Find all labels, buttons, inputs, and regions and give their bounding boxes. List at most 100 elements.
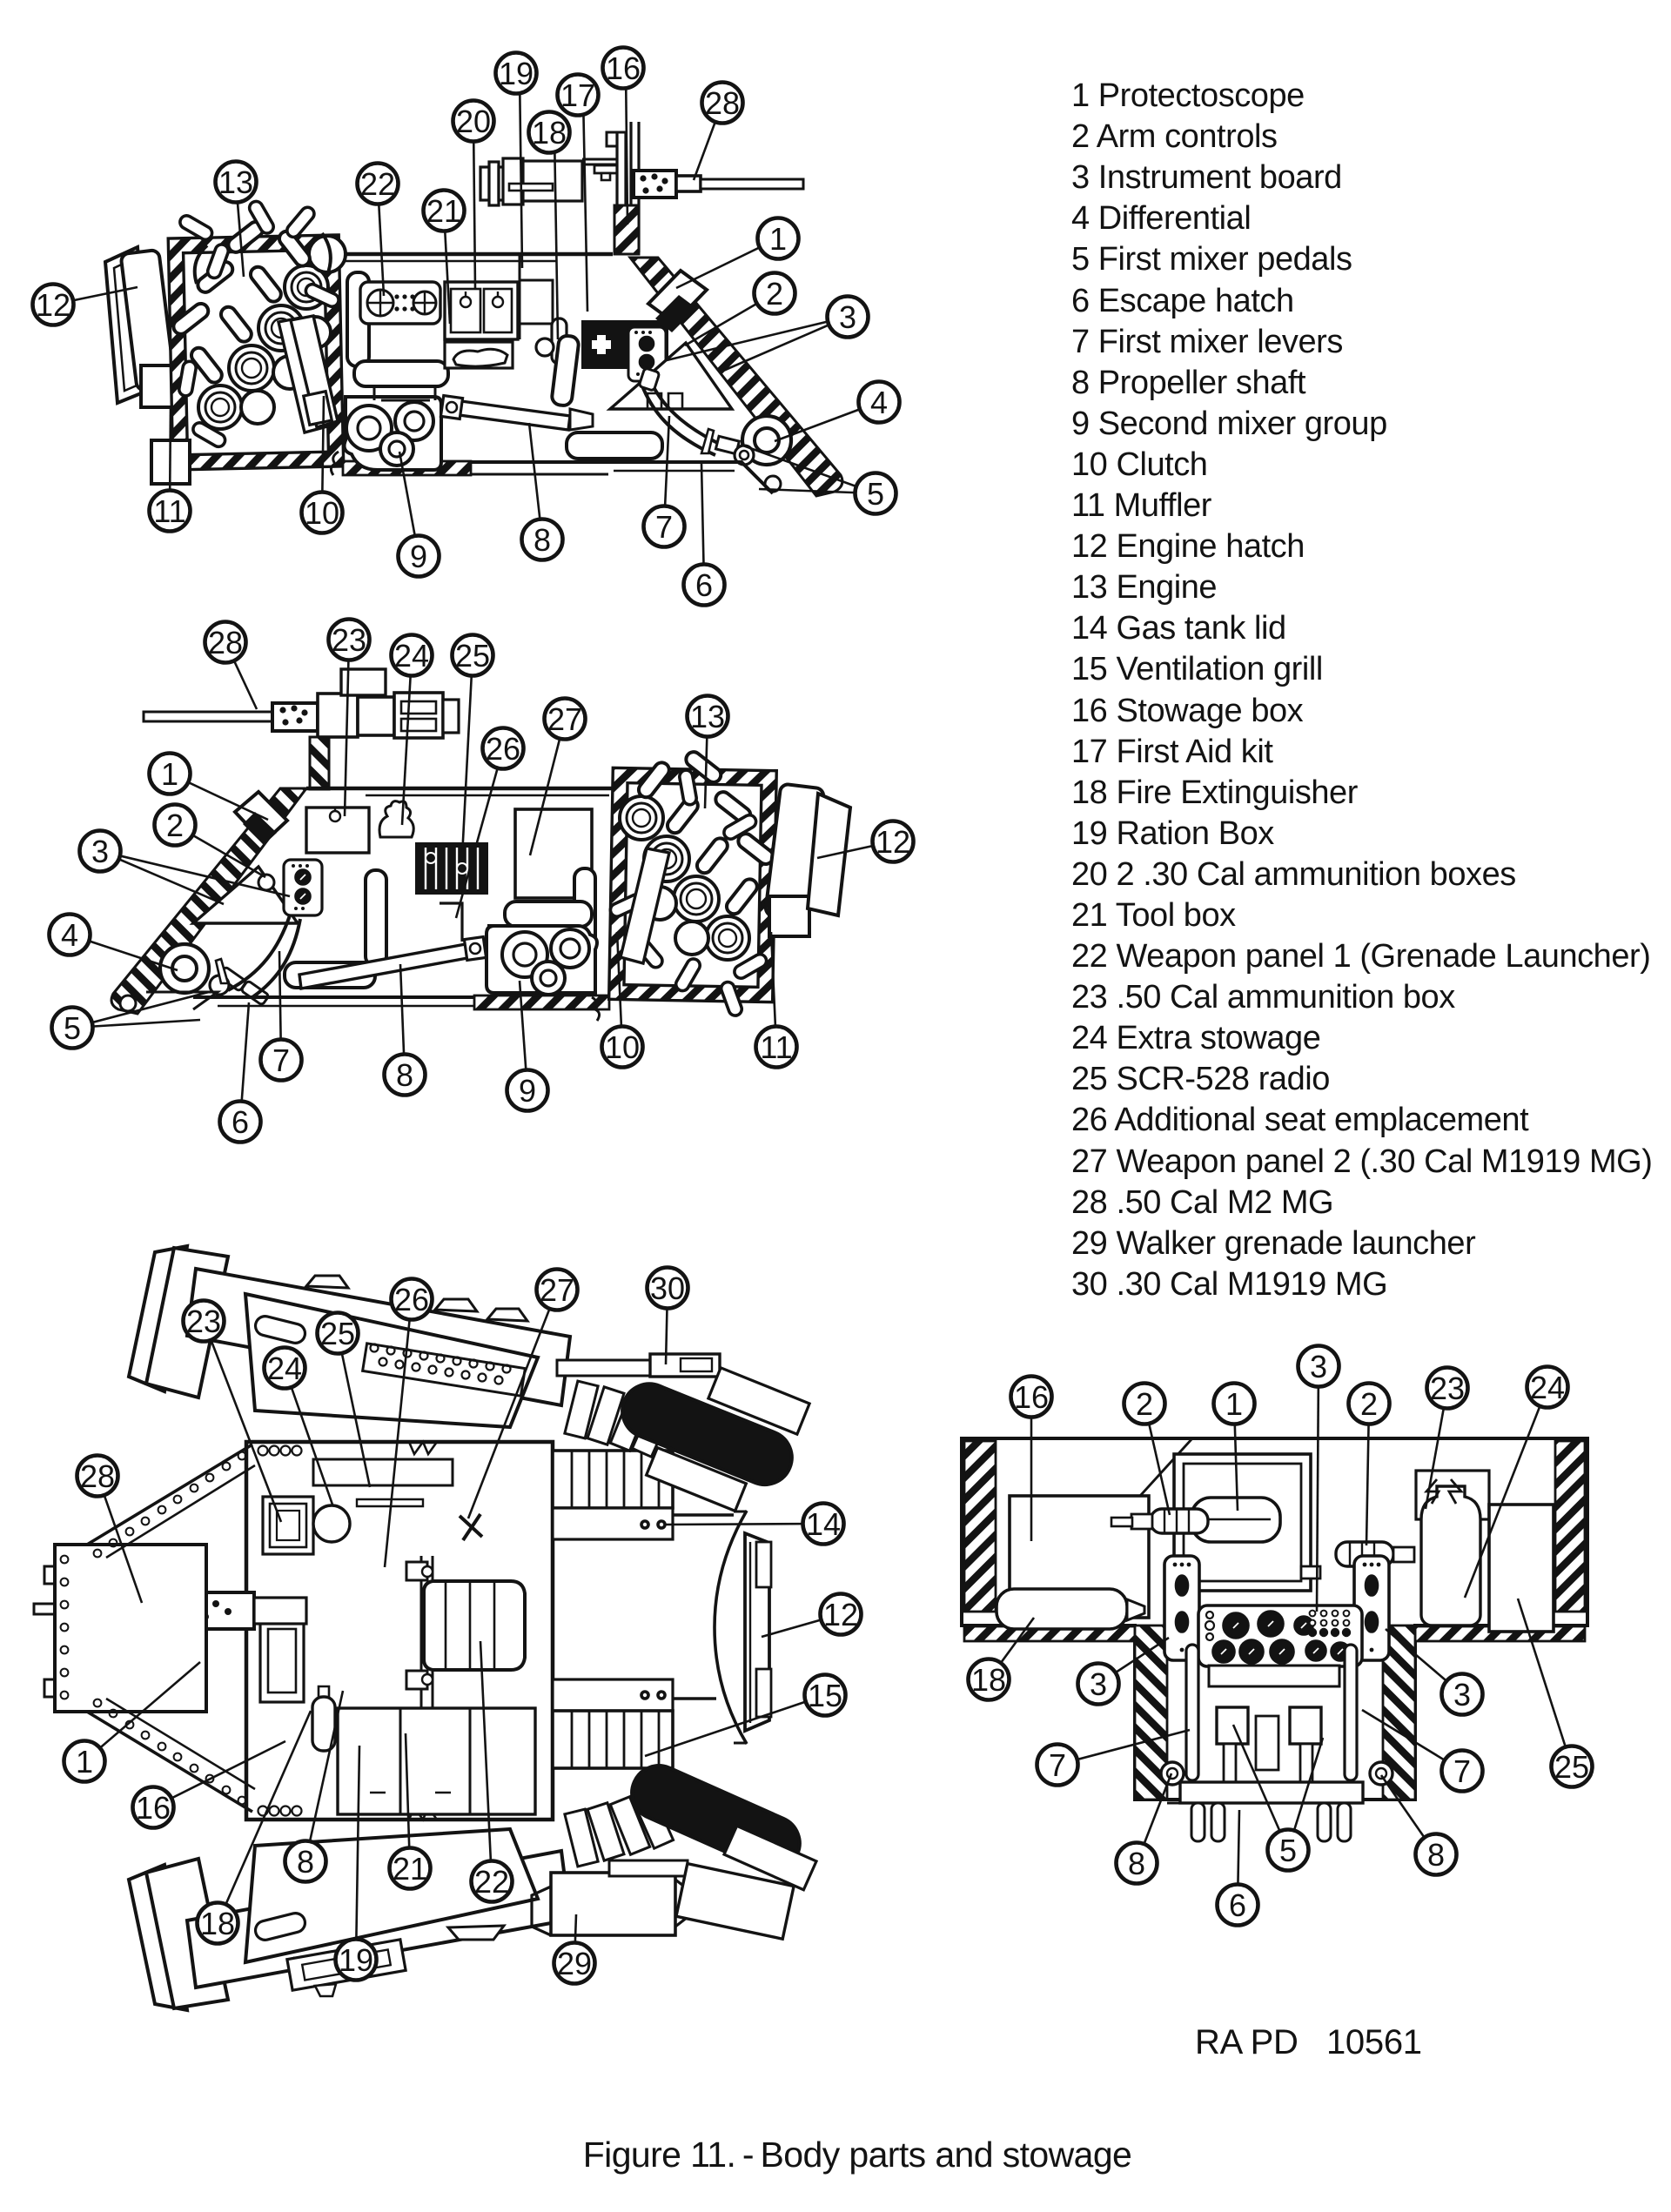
svg-text:17 First Aid kit: 17 First Aid kit [1071, 734, 1273, 770]
svg-text:12: 12 [36, 287, 70, 323]
svg-text:19 Ration Box: 19 Ration Box [1071, 815, 1274, 852]
svg-text:25: 25 [320, 1316, 355, 1351]
svg-text:28: 28 [705, 85, 740, 121]
svg-text:19: 19 [339, 1942, 373, 1978]
svg-text:14 Gas tank lid: 14 Gas tank lid [1071, 610, 1286, 647]
svg-text:21: 21 [426, 193, 461, 229]
svg-text:11: 11 [153, 493, 185, 529]
svg-text:7: 7 [272, 1042, 290, 1078]
svg-text:27 Weapon panel 2 (.30 Cal M19: 27 Weapon panel 2 (.30 Cal M1919 MG) [1071, 1143, 1653, 1180]
svg-text:8: 8 [396, 1057, 413, 1093]
svg-text:10: 10 [305, 495, 339, 531]
svg-text:22: 22 [360, 166, 395, 202]
svg-text:RA PD 10561: RA PD 10561 [1195, 2023, 1422, 2061]
svg-text:8: 8 [534, 522, 551, 558]
svg-text:12: 12 [823, 1597, 858, 1632]
svg-text:8 Propeller shaft: 8 Propeller shaft [1071, 365, 1306, 401]
svg-text:25 SCR-528 radio: 25 SCR-528 radio [1071, 1061, 1330, 1097]
svg-text:9 Second mixer group: 9 Second mixer group [1071, 406, 1387, 442]
svg-text:21: 21 [393, 1851, 427, 1887]
svg-text:30: 30 [650, 1270, 685, 1306]
svg-text:30 .30 Cal M1919 MG: 30 .30 Cal M1919 MG [1071, 1266, 1387, 1303]
svg-text:2 Arm controls: 2 Arm controls [1071, 118, 1278, 155]
svg-text:28 .50 Cal M2 MG: 28 .50 Cal M2 MG [1071, 1184, 1333, 1221]
svg-text:6: 6 [232, 1104, 249, 1140]
svg-text:22 Weapon panel 1 (Grenade Lau: 22 Weapon panel 1 (Grenade Launcher) [1071, 938, 1650, 975]
svg-text:3: 3 [839, 299, 856, 335]
svg-text:25: 25 [455, 638, 490, 674]
svg-text:18: 18 [532, 115, 567, 151]
svg-text:23 .50 Cal ammunition box: 23 .50 Cal ammunition box [1071, 979, 1455, 1016]
svg-text:10 Clutch: 10 Clutch [1071, 446, 1208, 483]
svg-text:14: 14 [806, 1506, 841, 1542]
svg-text:17: 17 [560, 77, 595, 113]
svg-text:6 Escape hatch: 6 Escape hatch [1071, 283, 1294, 319]
svg-text:4 Differential: 4 Differential [1071, 200, 1251, 237]
svg-text:2: 2 [166, 808, 184, 843]
svg-text:26: 26 [394, 1282, 429, 1317]
svg-text:3: 3 [1310, 1349, 1327, 1384]
svg-text:24: 24 [394, 638, 429, 674]
svg-text:11: 11 [760, 1029, 792, 1065]
svg-text:5: 5 [1279, 1833, 1297, 1868]
svg-text:23: 23 [186, 1304, 221, 1339]
svg-text:2: 2 [1360, 1386, 1378, 1422]
svg-text:8: 8 [1427, 1837, 1445, 1873]
svg-text:1: 1 [1225, 1386, 1243, 1422]
svg-text:15: 15 [808, 1678, 842, 1713]
svg-text:18 Fire Extinguisher: 18 Fire Extinguisher [1071, 774, 1359, 811]
svg-text:20 2 .30 Cal ammunition boxes: 20 2 .30 Cal ammunition boxes [1071, 856, 1516, 893]
svg-text:18: 18 [971, 1662, 1006, 1698]
svg-text:29: 29 [557, 1946, 592, 1981]
svg-text:10: 10 [605, 1029, 640, 1065]
svg-text:3: 3 [1090, 1666, 1107, 1702]
svg-text:1: 1 [769, 221, 787, 257]
svg-text:20: 20 [456, 104, 491, 139]
svg-text:2: 2 [1136, 1386, 1153, 1422]
svg-text:8: 8 [1128, 1846, 1145, 1881]
svg-text:21 Tool box: 21 Tool box [1071, 897, 1236, 934]
svg-text:13 Engine: 13 Engine [1071, 569, 1217, 606]
svg-text:27: 27 [547, 701, 582, 737]
svg-text:24 Extra stowage: 24 Extra stowage [1071, 1020, 1320, 1056]
svg-text:5: 5 [64, 1010, 81, 1046]
svg-text:26 Additional seat emplacement: 26 Additional seat emplacement [1071, 1102, 1529, 1138]
svg-text:18: 18 [200, 1906, 235, 1941]
svg-text:2: 2 [766, 276, 783, 312]
svg-text:22: 22 [474, 1864, 509, 1900]
svg-text:16: 16 [606, 50, 641, 86]
svg-text:3: 3 [1453, 1677, 1471, 1713]
svg-text:29 Walker grenade launcher: 29 Walker grenade launcher [1071, 1225, 1476, 1262]
svg-text:Figure 11. - Body parts and st: Figure 11. - Body parts and stowage [583, 2135, 1132, 2175]
svg-text:25: 25 [1554, 1749, 1589, 1785]
svg-text:15 Ventilation grill: 15 Ventilation grill [1071, 651, 1323, 687]
svg-text:28: 28 [208, 625, 243, 660]
svg-text:16: 16 [1014, 1379, 1049, 1415]
svg-text:26: 26 [486, 731, 520, 767]
svg-text:7 First mixer levers: 7 First mixer levers [1071, 324, 1343, 360]
svg-text:4: 4 [870, 385, 888, 420]
svg-text:6: 6 [1229, 1887, 1246, 1923]
svg-text:1: 1 [76, 1744, 93, 1780]
svg-text:4: 4 [61, 917, 78, 953]
svg-text:13: 13 [218, 164, 253, 200]
svg-text:13: 13 [690, 699, 725, 734]
svg-text:11 Muffler: 11 Muffler [1071, 487, 1212, 524]
svg-text:28: 28 [80, 1458, 115, 1494]
svg-text:7: 7 [655, 509, 673, 545]
svg-text:23: 23 [1430, 1371, 1465, 1406]
svg-text:1: 1 [161, 756, 178, 792]
svg-text:24: 24 [267, 1351, 302, 1386]
svg-text:12 Engine hatch: 12 Engine hatch [1071, 528, 1305, 565]
svg-text:23: 23 [332, 622, 366, 658]
svg-text:24: 24 [1530, 1370, 1565, 1405]
svg-text:3: 3 [91, 834, 109, 869]
svg-text:8: 8 [297, 1844, 314, 1880]
svg-text:7: 7 [1049, 1747, 1066, 1783]
svg-text:7: 7 [1453, 1753, 1471, 1789]
svg-text:5: 5 [867, 476, 884, 512]
svg-text:9: 9 [519, 1073, 536, 1109]
svg-text:6: 6 [695, 567, 713, 603]
svg-text:9: 9 [410, 539, 427, 574]
svg-text:3 Instrument board: 3 Instrument board [1071, 159, 1342, 196]
